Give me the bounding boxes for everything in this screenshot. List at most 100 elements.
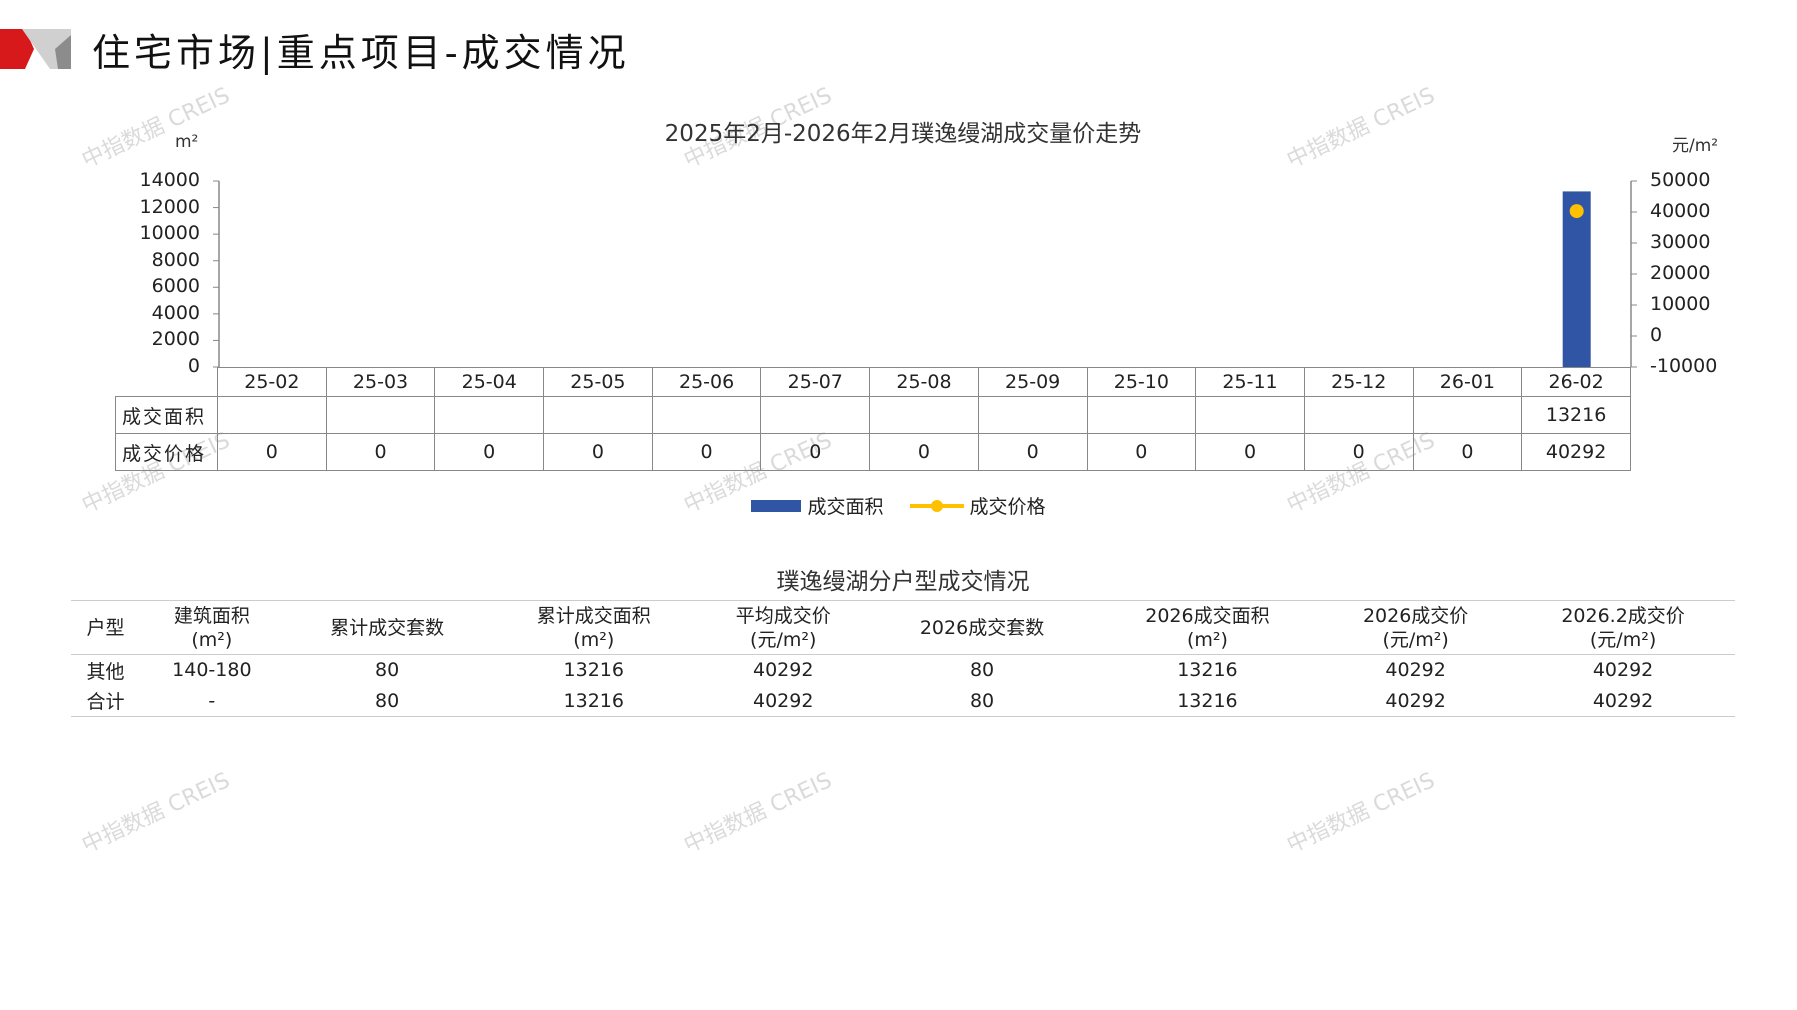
right-tick-label: 30000	[1650, 231, 1711, 253]
header-text: 户型	[86, 616, 125, 639]
area-value	[217, 396, 327, 434]
row-label-area: 成交面积	[115, 396, 218, 434]
x-tick-label: 25-06	[651, 367, 762, 397]
legend-label: 成交价格	[969, 496, 1046, 518]
left-tick-label: 8000	[151, 248, 200, 271]
header-text: (m²)	[573, 628, 615, 651]
legend-swatch-line	[909, 499, 964, 512]
table-cell: 140-180	[172, 659, 252, 682]
x-tick-label: 25-10	[1086, 367, 1197, 397]
column-header: 累计成交套数	[284, 601, 491, 655]
table-cell: 80	[375, 689, 400, 712]
table-cell: 40292	[1385, 689, 1446, 712]
price-value: 0	[217, 433, 327, 471]
table-cell: 80	[375, 659, 400, 682]
price-point	[1569, 204, 1584, 219]
left-tick-label: 12000	[139, 195, 200, 218]
legend-item-price: 成交价格	[909, 492, 1046, 519]
price-value: 0	[1195, 433, 1305, 471]
header-text: (m²)	[191, 628, 233, 651]
header-text: 2026成交套数	[919, 616, 1045, 639]
right-tick-label: 0	[1650, 324, 1663, 346]
header-text: 累计成交面积	[536, 604, 651, 627]
table-cell: 合计	[86, 691, 125, 714]
table-cell: 13216	[563, 659, 624, 682]
area-value	[1195, 396, 1305, 434]
price-value: 0	[543, 433, 653, 471]
legend-label: 成交面积	[807, 496, 884, 518]
bar-26-02	[1562, 191, 1591, 367]
left-axis-unit: m²	[175, 132, 199, 152]
header-text: (元/m²)	[1382, 628, 1449, 651]
x-tick-label: 26-02	[1521, 367, 1631, 397]
price-value: 40292	[1521, 433, 1631, 471]
chart-title: 2025年2月-2026年2月璞逸缦湖成交量价走势	[664, 121, 1142, 147]
table-cell: 13216	[1177, 689, 1238, 712]
x-tick-label: 25-08	[869, 367, 979, 397]
column-header: 建筑面积(m²)	[140, 601, 284, 655]
area-value	[543, 396, 653, 434]
table-cell: 40292	[1385, 659, 1446, 682]
table-cell: 13216	[1177, 659, 1238, 682]
x-tick-label: 25-11	[1195, 367, 1305, 397]
header-text: 平均成交价	[735, 604, 831, 627]
price-value: 0	[1412, 433, 1523, 471]
header-text: 累计成交套数	[330, 616, 445, 639]
header-text: (元/m²)	[750, 628, 817, 651]
table-cell: 40292	[1592, 689, 1654, 712]
page-title: 住宅市场|重点项目-成交情况	[92, 31, 630, 75]
price-value: 0	[651, 433, 762, 471]
x-tick-label: 25-12	[1303, 367, 1414, 397]
column-header: 平均成交价(元/m²)	[697, 601, 869, 655]
table-cell: 80	[969, 689, 995, 712]
area-value	[434, 396, 545, 434]
watermark: 中指数据 CREIS	[1283, 768, 1439, 859]
column-header: 2026成交套数	[869, 601, 1094, 655]
right-tick-label: 50000	[1650, 169, 1711, 191]
column-header: 2026成交价(元/m²)	[1320, 601, 1511, 655]
area-value: 13216	[1521, 396, 1631, 434]
x-tick-label: 26-01	[1412, 367, 1523, 397]
header-text: 2026.2成交价	[1561, 604, 1685, 627]
legend-swatch-bar	[751, 499, 802, 512]
x-tick-label: 25-05	[543, 367, 653, 397]
left-tick-label: 0	[187, 355, 200, 377]
price-value: 0	[977, 433, 1088, 471]
column-header: 户型	[71, 601, 140, 655]
price-value: 0	[434, 433, 545, 471]
row-label-price: 成交价格	[115, 433, 218, 471]
area-value	[760, 396, 871, 434]
table-cell: 80	[969, 659, 995, 682]
price-value: 0	[760, 433, 871, 471]
left-tick-label: 14000	[139, 169, 200, 191]
area-value	[869, 396, 979, 434]
area-value	[651, 396, 762, 434]
legend: 成交面积 成交价格	[0, 492, 1797, 519]
header-text: 建筑面积	[173, 604, 250, 627]
area-value	[325, 396, 436, 434]
right-tick-label: 10000	[1650, 293, 1711, 315]
right-axis-unit: 元/m²	[1672, 136, 1719, 156]
x-tick-label: 25-02	[217, 367, 327, 397]
watermark: 中指数据 CREIS	[680, 768, 836, 859]
price-value: 0	[869, 433, 979, 471]
sub-table-title: 璞逸缦湖分户型成交情况	[776, 569, 1030, 595]
area-value	[1086, 396, 1197, 434]
x-tick-label: 25-03	[325, 367, 436, 397]
price-value: 0	[1303, 433, 1414, 471]
header-text: (m²)	[1186, 628, 1228, 651]
area-value	[1412, 396, 1523, 434]
right-tick-label: 40000	[1650, 200, 1711, 222]
table-cell: 其他	[86, 660, 125, 683]
x-tick-label: 25-04	[434, 367, 545, 397]
column-header: 2026.2成交价(元/m²)	[1511, 601, 1735, 655]
header-text: 2026成交价	[1362, 604, 1469, 627]
unit-type-table: 户型建筑面积(m²)累计成交套数累计成交面积(m²)平均成交价(元/m²)202…	[71, 600, 1735, 717]
header-text: (元/m²)	[1589, 628, 1657, 651]
left-tick-label: 10000	[139, 222, 200, 245]
table-cell: -	[208, 689, 216, 712]
price-value: 0	[1086, 433, 1197, 471]
area-value	[1303, 396, 1414, 434]
